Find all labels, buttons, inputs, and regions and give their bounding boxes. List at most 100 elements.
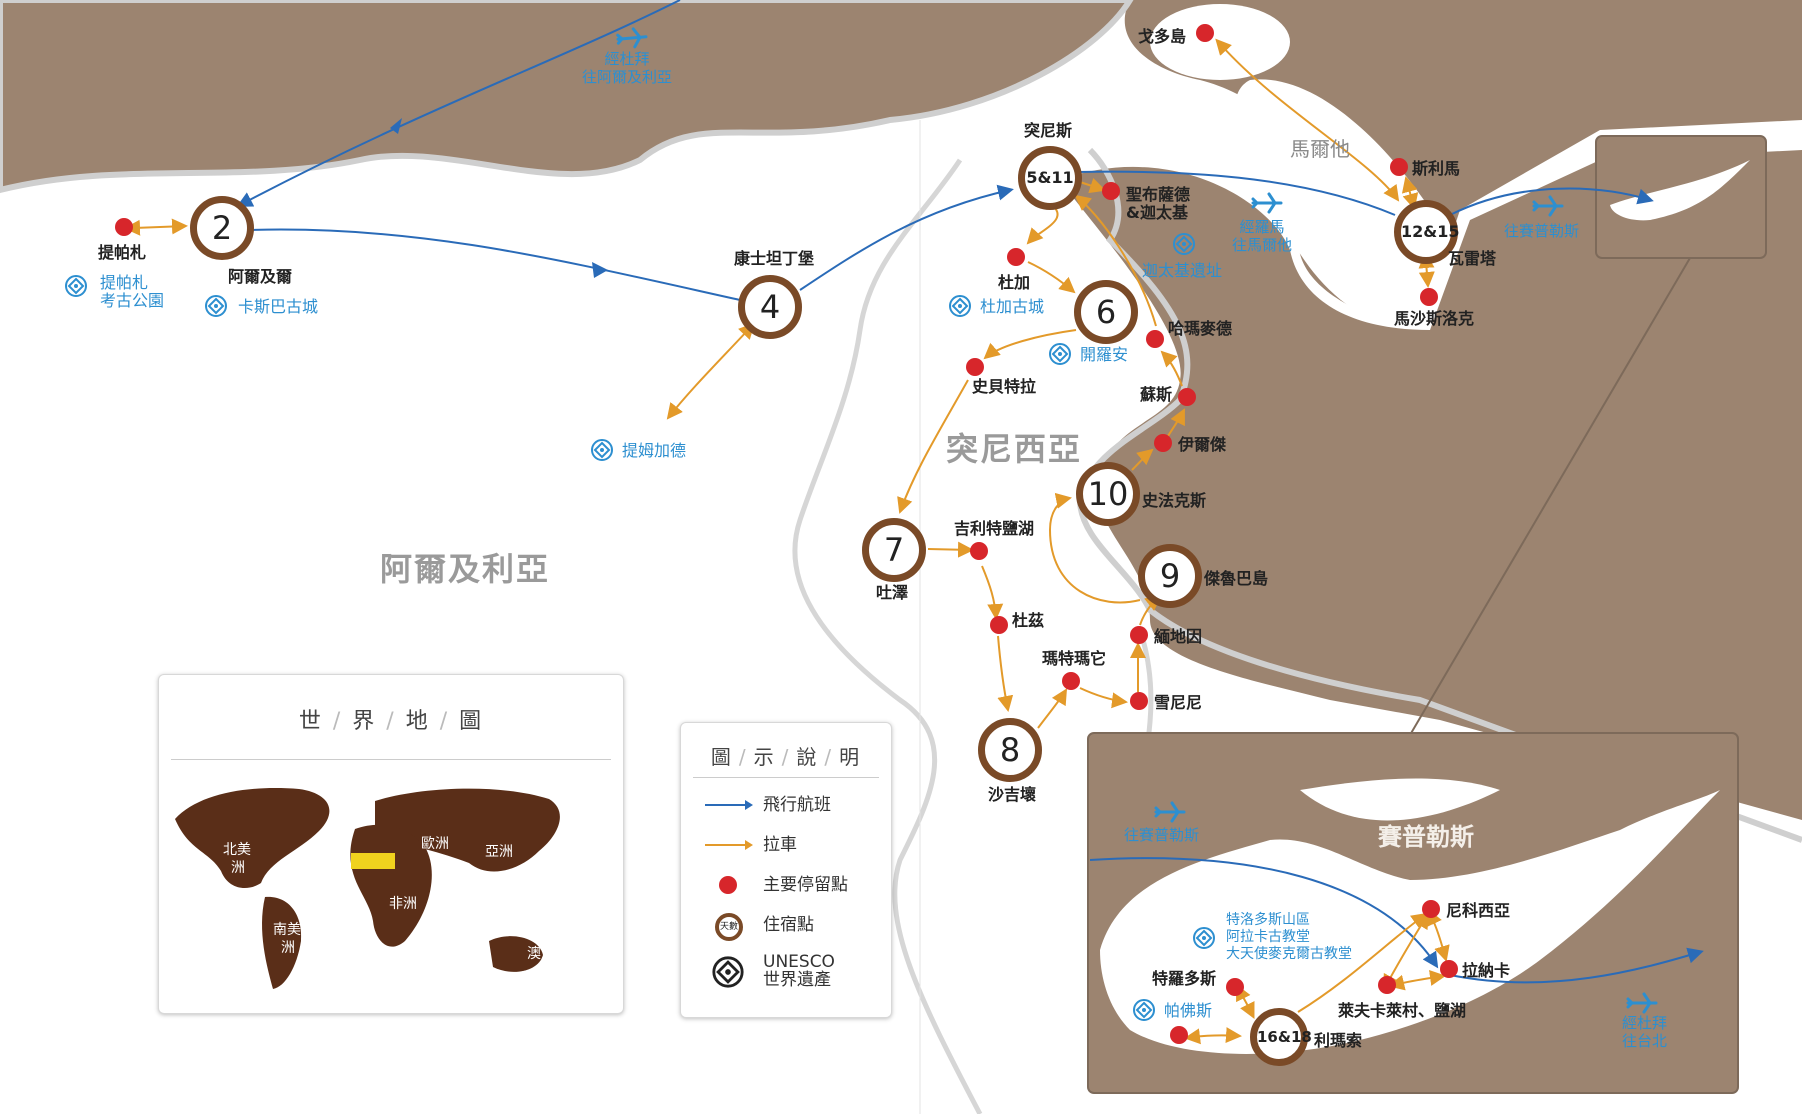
coach-tipasa-algiers [124,218,188,236]
coach-douz-8 [997,635,1014,712]
stay-4-name: 康士坦丁堡 [734,249,815,268]
country-cyprus: 賽普勒斯 [1378,823,1474,851]
stop-lefkara-name: 萊夫卡萊村、鹽湖 [1338,1001,1467,1020]
stop-marsaxlokk-name: 馬沙斯洛克 [1394,309,1475,328]
flight-label-to-cyprus: 往賽普勒斯 [1504,222,1580,240]
unesco-icon [949,295,971,317]
stop-hammamet [1146,330,1164,348]
legend-flight: 飛行航班 [703,793,903,819]
unesco-icon [1173,233,1195,255]
unesco-paphos: 帕佛斯 [1164,1001,1213,1020]
coach-valletta-marsaxlokk [1418,252,1435,288]
coach-matmata-chenini [1079,687,1128,709]
stay-2-name: 阿爾及爾 [228,267,293,286]
stay-16-18-name: 利瑪索 [1314,1031,1363,1050]
coach-paphos-limassol [1184,1027,1242,1045]
flight-valletta-cyprus [1449,187,1654,216]
stop-sliema-name: 斯利馬 [1412,159,1461,178]
stop-sousse-name: 蘇斯 [1140,385,1173,404]
unesco-carthage: 迦太基遺址 [1142,261,1223,280]
unesco-casbah: 卡斯巴古城 [238,297,319,316]
coach-eljem-sousse [1167,408,1185,437]
coach-dougga-6 [1027,261,1076,294]
legend-coach: 拉車 [703,833,903,859]
unesco-icon [591,439,613,461]
country-algeria: 阿爾及利亞 [380,550,551,588]
eastern-land [1060,150,1802,820]
coach-8-matmata [1037,688,1068,729]
stop-troodos [1226,978,1244,996]
stop-sidi-bou-said [1102,182,1120,200]
coach-chott-douz [981,565,1004,620]
unesco-timgad: 提姆加德 [622,441,687,460]
unesco-icon [205,295,227,317]
world-map-title: 世/界/地/圖 [298,709,484,734]
stop-nicosia-name: 尼科西亞 [1446,901,1511,920]
stay-8: 8 [978,718,1042,782]
coach-hammamet-tunis [1074,194,1157,327]
world-map-panel: 世/界/地/圖 北美洲 南美洲 歐洲 亞洲 非洲 澳洲 [158,674,624,1014]
continent-europe: 歐洲 [421,836,449,852]
stop-chott-el-jerid-name: 吉利特鹽湖 [954,519,1035,538]
algeria-tunisia-border [792,158,983,1114]
stop-medenine-name: 緬地因 [1154,627,1203,646]
stop-tipasa-name: 提帕札 [98,243,147,262]
stay-7: 7 [862,518,926,582]
coach-tunis-dougga [1026,204,1059,245]
stop-el-jem-name: 伊爾傑 [1178,435,1227,454]
stop-lefkara [1378,976,1396,994]
stay-7-name: 吐澤 [876,583,909,602]
flight-constantine-tunis [799,184,1014,291]
coach-lefkara-larnaca [1388,970,1446,991]
stop-matmata [1062,672,1080,690]
continent-asia: 亞洲 [485,844,513,860]
flight-larnaca-taipei [1449,947,1704,984]
stop-chott-el-jerid [970,542,988,560]
tunisia-coast [1076,147,1802,843]
coach-9-10 [1048,492,1141,604]
unesco-icon [1193,927,1215,949]
stop-chenini-name: 雪尼尼 [1154,693,1203,712]
north-coast [0,0,1134,194]
unesco-icon [65,275,87,297]
flight-label-to-cyprus-inset: 往賽普勒斯 [1124,826,1200,844]
stay-10-name: 史法克斯 [1142,491,1207,510]
flight-algiers-constantine [249,228,741,301]
coach-sbeitla-tozeur [897,379,969,514]
coach-valletta-sliema [1401,176,1419,210]
stop-nicosia [1422,900,1440,918]
stop-hammamet-name: 哈瑪麥德 [1168,319,1233,338]
continent-africa: 非洲 [389,896,417,912]
unesco-icon [1133,999,1155,1021]
stay-9-name: 傑魯巴島 [1204,569,1269,588]
legend-stay: 天數 住宿點 [703,913,903,941]
stop-larnaca-name: 拉納卡 [1462,961,1511,980]
stop-sliema [1390,158,1408,176]
stop-sidi-bou-said-name: 聖布薩德&迦太基 [1126,185,1191,222]
stop-chenini [1130,692,1148,710]
stay-5-11: 5&11 [1018,146,1082,210]
unesco-tipasa: 提帕札考古公園 [100,273,165,310]
unesco-icon [712,956,744,988]
stay-6: 6 [1074,280,1138,344]
stop-douz-name: 杜茲 [1012,611,1045,630]
legend-title: 圖/示/說/明 [710,745,862,769]
unesco-icon [1049,343,1071,365]
stop-larnaca [1440,960,1458,978]
stop-marsaxlokk [1420,288,1438,306]
stop-tipasa [115,218,133,236]
stay-10: 10 [1076,462,1140,526]
stay-16-18: 16&18 [1250,1008,1312,1066]
stay-8-name: 沙吉壞 [988,785,1037,804]
coach-6-sbeitla [983,329,1077,360]
flight-label-dubai-taipei: 經杜拜往台北 [1622,1014,1668,1050]
stop-sbeitla-name: 史貝特拉 [972,377,1037,396]
flight-label-rome-malta: 經羅馬往馬爾他 [1232,218,1293,254]
world-map-graphic [175,788,560,989]
unesco-troodos: 特洛多斯山區阿拉卡古教堂大天使麥克爾古教堂 [1226,912,1352,962]
coach-nicosia-larnaca [1427,908,1450,962]
